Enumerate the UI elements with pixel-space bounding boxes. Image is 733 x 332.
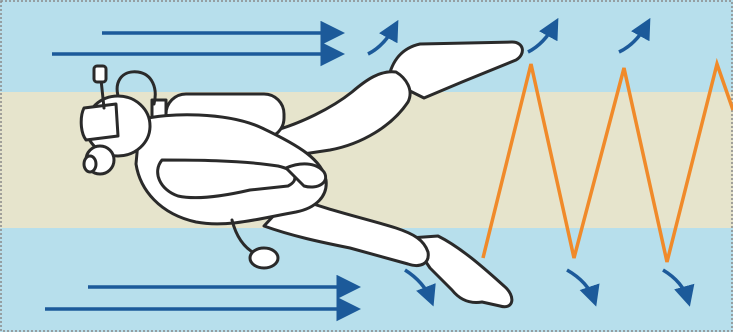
snorkel-tip: [94, 66, 106, 82]
dive-mask: [81, 104, 118, 140]
gauge: [250, 248, 278, 268]
regulator-mouthpiece: [84, 156, 96, 172]
